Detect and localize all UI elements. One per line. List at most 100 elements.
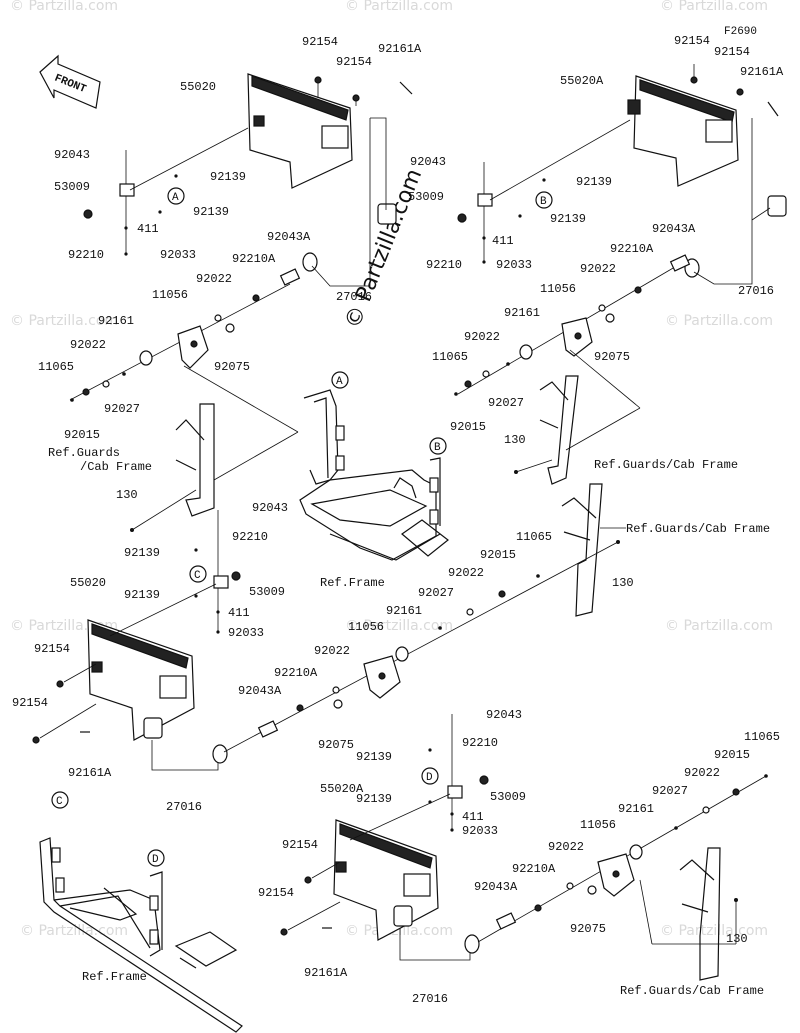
callout-b [429,437,447,455]
spring-washer-92027[interactable] [506,362,510,366]
collar-92161[interactable] [395,646,409,662]
part-label: 11065 [516,530,552,544]
part-label: 92154 [336,55,372,69]
watermark: © Partzilla.com [660,923,768,939]
rivet-11065[interactable] [764,774,768,778]
clip-27016[interactable] [377,203,397,225]
part-label: 92139 [124,588,160,602]
clip-27016[interactable] [393,905,413,927]
part-label: 92075 [318,738,354,752]
washer-92210A[interactable] [534,904,542,912]
grommet-27016[interactable] [212,744,228,764]
screw-92154[interactable] [280,928,288,936]
nut-92210[interactable] [83,209,93,219]
washer-92022[interactable] [214,314,222,322]
nut-92015[interactable] [732,788,740,796]
washer-92022[interactable] [482,370,490,378]
bolt-92075[interactable] [333,699,343,709]
part-label: 92139 [193,205,229,219]
nut-92015[interactable] [464,380,472,388]
collar-92161[interactable] [629,844,643,860]
clip-27016[interactable] [767,195,787,217]
grommet-27016[interactable] [464,934,480,954]
mirror-housing-55020[interactable] [87,619,195,741]
nut-92210[interactable] [457,213,467,223]
washer-92022[interactable] [102,380,110,388]
clip-27016[interactable] [143,717,163,739]
part-label: 92043 [54,148,90,162]
spring-washer-92027[interactable] [438,626,442,630]
part-label: 92022 [684,766,720,780]
washer-92022[interactable] [332,686,340,694]
screw-92154[interactable] [56,680,64,688]
part-label: 27016 [412,992,448,1006]
bolt-92043A[interactable] [495,912,517,930]
rivet-11065[interactable] [454,392,458,396]
screw-92154[interactable] [32,736,40,744]
bolt-92075[interactable] [587,885,597,895]
clamp-130[interactable] [616,540,620,544]
part-label: 92022 [196,272,232,286]
screw-92154[interactable] [690,76,698,84]
washer-92210A[interactable] [252,294,260,302]
callout-a [331,371,349,389]
washer-92022[interactable] [566,882,574,890]
screw-92154[interactable] [352,94,360,102]
part-label: 92161 [618,802,654,816]
bolt-92075[interactable] [225,323,235,333]
nut-92210[interactable] [231,571,241,581]
bracket-53009[interactable] [213,575,229,589]
bracket-53009[interactable] [477,193,493,207]
bracket-53009[interactable] [119,183,135,197]
bracket-53009[interactable] [447,785,463,799]
part-label: 11056 [152,288,188,302]
nut-92015[interactable] [498,590,506,598]
watermark: © Partzilla.com [665,313,773,329]
clamp-130[interactable] [734,898,738,902]
svg-text:A: A [336,376,343,388]
labels-middle-left: 92043 92210 92139 53009 92139 411 92033 … [12,501,770,814]
grommet-27016[interactable] [302,252,318,272]
svg-text:B: B [434,442,441,454]
part-label: 411 [492,234,514,248]
rivet-92161A[interactable] [399,81,413,95]
spring-washer-92027[interactable] [122,372,126,376]
spring-washer-92027[interactable] [674,826,678,830]
part-label: 92210 [462,736,498,750]
washer-92210A[interactable] [296,704,304,712]
labels-top-left: 92154 92154 92161A 55020 92043 92139 530… [38,35,422,502]
washer-92022[interactable] [702,806,710,814]
nut-92210[interactable] [479,775,489,785]
labels-top-right: 92154 92154 92161A 55020A 92043 92139 53… [408,34,784,472]
part-label: Ref.Frame [82,970,147,984]
clamp-130[interactable] [130,528,134,532]
screw-92154[interactable] [314,76,322,84]
part-label: 92139 [550,212,586,226]
bolt-92043A[interactable] [257,720,279,738]
washer-92022[interactable] [598,304,606,312]
part-label: 92022 [314,644,350,658]
clamp-130[interactable] [514,470,518,474]
rivet-11065[interactable] [70,398,74,402]
screw-92154[interactable] [736,88,744,96]
part-label: 92154 [674,34,710,48]
bolt-92043A[interactable] [279,268,301,286]
assembly-top-left [69,73,413,532]
rivet-11065[interactable] [536,574,540,578]
washer-92022[interactable] [466,608,474,616]
part-label: 92210 [68,248,104,262]
cab-frame-section [699,847,721,981]
mirror-housing-55020A[interactable] [633,75,739,187]
screw-92154[interactable] [304,876,312,884]
guard-bar [679,859,715,913]
watermark: © Partzilla.com [10,313,118,329]
nut-92015[interactable] [82,388,90,396]
rivet-92161A[interactable] [767,101,779,117]
diagram-code: F2690 [724,26,757,38]
part-label: 92022 [464,330,500,344]
collar-92161[interactable] [139,350,153,366]
bolt-92075[interactable] [605,313,615,323]
bolt-92043A[interactable] [669,254,691,272]
collar-92161[interactable] [519,344,533,360]
washer-92210A[interactable] [634,286,642,294]
